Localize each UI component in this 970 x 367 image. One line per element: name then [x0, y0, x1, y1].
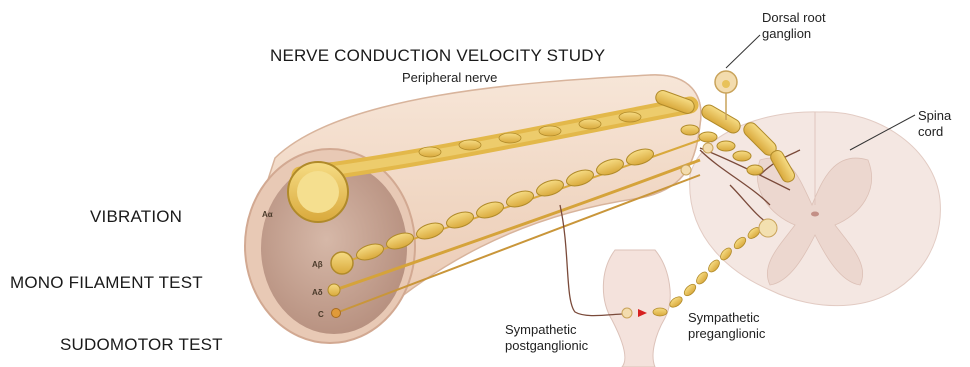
fiber-label-a-delta: Aδ: [312, 288, 323, 297]
fiber-label-a-alpha: Aα: [262, 210, 273, 219]
fiber-label-a-beta: Aβ: [312, 260, 323, 269]
test-label-vibration: VIBRATION: [90, 207, 182, 227]
peripheral-nerve-label: Peripheral nerve: [402, 70, 497, 86]
sympathetic-postganglionic-label: Sympathetic postganglionic: [505, 322, 588, 354]
symp-pre-line1: Sympathetic: [688, 310, 765, 326]
spinal-cord-label: Spina cord: [918, 108, 951, 140]
page-title: NERVE CONDUCTION VELOCITY STUDY: [270, 46, 605, 66]
central-canal: [811, 212, 819, 217]
sympathetic-preganglionic-label: Sympathetic preganglionic: [688, 310, 765, 342]
spinal-cord-label-line1: Spina: [918, 108, 951, 124]
test-label-sudomotor: SUDOMOTOR TEST: [60, 335, 223, 355]
test-label-monofilament: MONO FILAMENT TEST: [10, 273, 203, 293]
fiber-label-c: C: [318, 310, 324, 319]
symp-pre-line2: preganglionic: [688, 326, 765, 342]
symp-post-line1: Sympathetic: [505, 322, 588, 338]
spinal-cord-label-line2: cord: [918, 124, 951, 140]
drg-label-line1: Dorsal root: [762, 10, 826, 26]
symp-post-line2: postganglionic: [505, 338, 588, 354]
dorsal-root-ganglion-label: Dorsal root ganglion: [762, 10, 826, 42]
drg-label-line2: ganglion: [762, 26, 826, 42]
